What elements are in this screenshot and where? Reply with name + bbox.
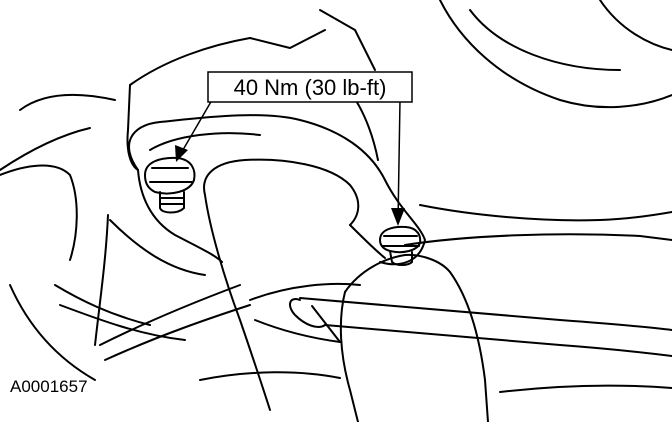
figure-id: A0001657 <box>10 377 88 396</box>
right-bolt <box>379 225 422 266</box>
rod <box>289 297 672 357</box>
background-outlines <box>0 0 672 393</box>
callout-leaders <box>179 99 401 223</box>
left-leader-line <box>179 99 213 156</box>
left-bolt <box>144 156 196 214</box>
torque-callout-label: 40 Nm (30 lb-ft) <box>234 75 387 100</box>
right-leader-line <box>397 99 401 223</box>
exhaust-flange <box>128 114 426 266</box>
pipe-body <box>249 253 489 423</box>
callout-arrowheads <box>175 145 405 226</box>
pipe-opening <box>203 158 386 411</box>
left-arrowhead <box>175 145 188 162</box>
right-arrowhead <box>391 208 405 226</box>
torque-callout-box <box>207 71 413 103</box>
